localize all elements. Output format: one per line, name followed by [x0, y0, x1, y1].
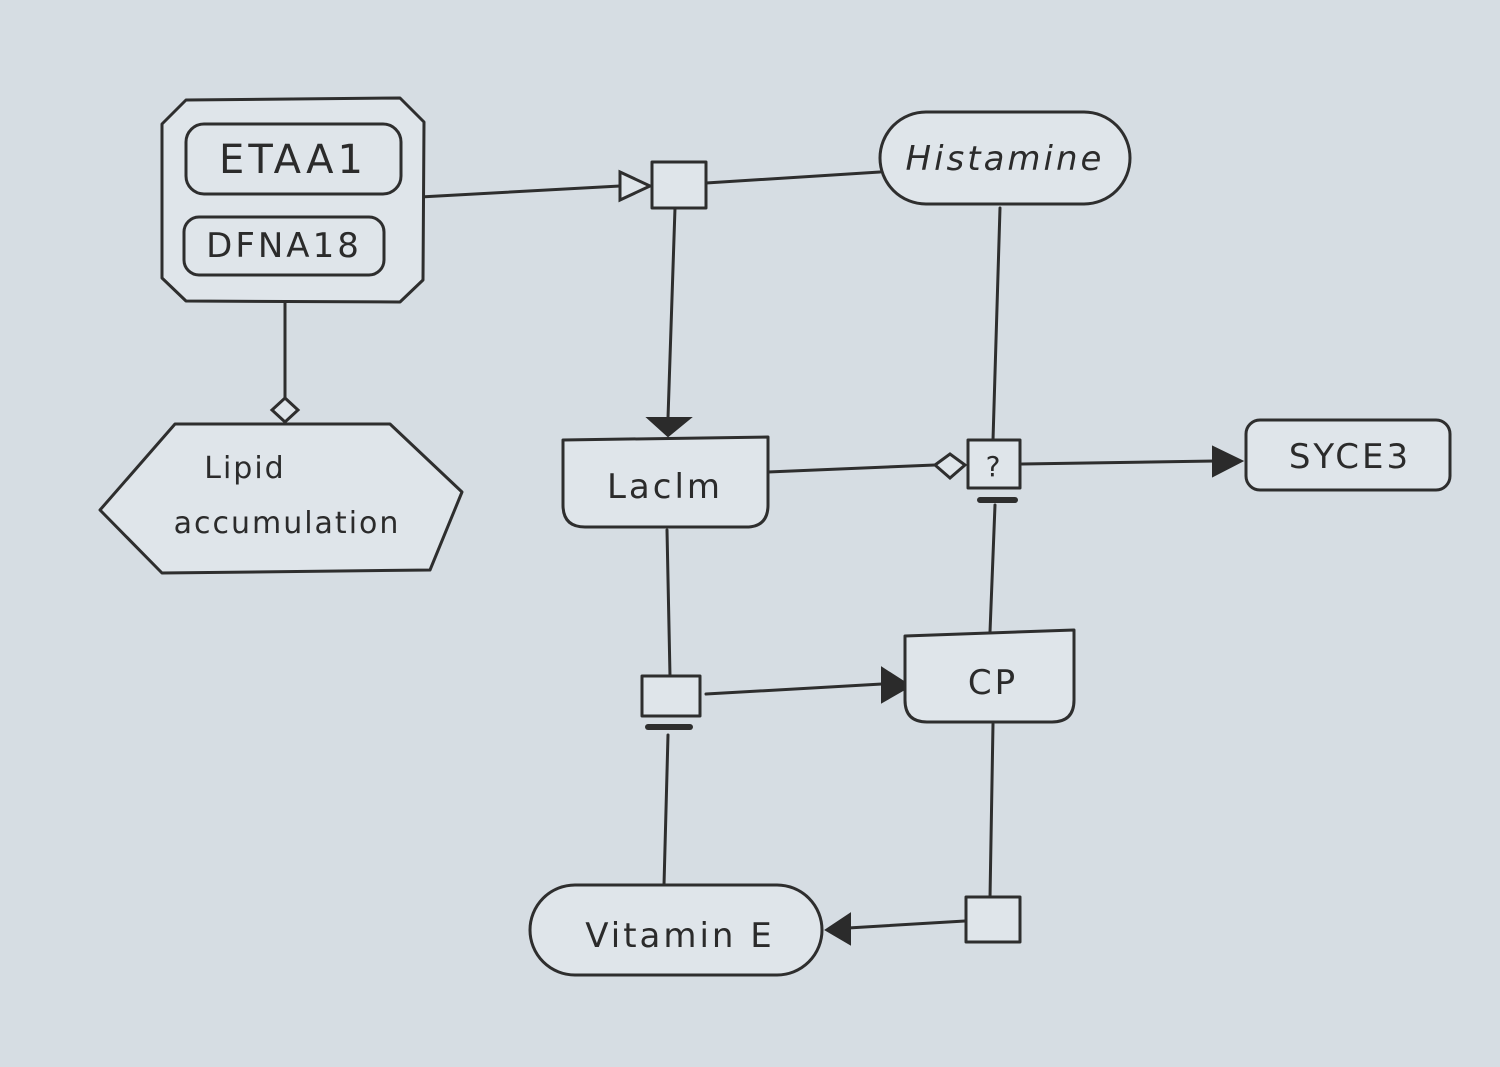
complex-node[interactable]: ETAA1 DFNA18	[160, 96, 426, 304]
complex-member-etaa1	[184, 122, 403, 196]
syce3-label: SYCE3	[1289, 437, 1411, 477]
dfna18-label: DFNA18	[206, 226, 362, 266]
edge-laclm-to-process-2	[665, 528, 672, 678]
etaa1-label: ETAA1	[219, 137, 367, 183]
uncertain-process-node[interactable]: ?	[966, 438, 1022, 490]
vitamin-e-label: Vitamin E	[585, 916, 775, 956]
complex-member-dfna18	[182, 215, 386, 277]
histamine-node[interactable]: Histamine	[878, 110, 1132, 206]
edge-process-2-to-cp	[704, 682, 884, 696]
lipid-label-line1: Lipid	[204, 451, 285, 486]
edge-uncertain-to-syce3	[1020, 459, 1217, 466]
edge-uncertain-to-cp	[988, 503, 997, 634]
production-arrowhead-3	[881, 666, 912, 704]
histamine-ellipse	[878, 110, 1132, 206]
lipid-label-line2: accumulation	[174, 506, 401, 541]
phenotype-hexagon	[98, 422, 464, 575]
vitamin-e-node[interactable]: Vitamin E	[528, 883, 824, 977]
modulation-diamond	[269, 395, 301, 425]
process-node-3[interactable]	[964, 895, 1022, 944]
edge-laclm-to-uncertain	[766, 463, 937, 474]
process-node-1[interactable]	[650, 160, 708, 210]
edge-complex-to-process-1	[418, 184, 622, 199]
vitamin-e-ellipse	[528, 883, 824, 977]
cp-shape	[903, 628, 1076, 724]
stimulation-arrowhead	[618, 169, 654, 203]
laclm-node[interactable]: Laclm	[561, 435, 770, 529]
process-node-2[interactable]	[640, 674, 702, 718]
edges	[269, 169, 1245, 946]
lipid-accumulation-node[interactable]: Lipid accumulation	[98, 422, 464, 575]
production-arrowhead	[645, 417, 693, 438]
edge-process-1-to-laclm	[666, 206, 677, 420]
production-arrowhead-4	[824, 912, 851, 946]
edge-histamine-to-process-1	[704, 170, 882, 185]
syce3-box	[1244, 418, 1452, 492]
uncertain-process-label: ?	[986, 450, 1001, 483]
edge-vitamin-e-to-process-2	[662, 733, 670, 887]
uncertain-process-box	[966, 438, 1022, 490]
edge-cp-to-process-3	[988, 722, 995, 900]
production-arrowhead-2	[1212, 445, 1245, 478]
edge-histamine-to-uncertain	[991, 206, 1002, 442]
modulation-diamond-2	[932, 452, 968, 480]
syce3-node[interactable]: SYCE3	[1244, 418, 1452, 492]
laclm-shape	[561, 435, 770, 529]
cp-node[interactable]: CP	[903, 628, 1076, 724]
cp-label: CP	[968, 663, 1018, 703]
laclm-label: Laclm	[607, 467, 723, 507]
histamine-label: Histamine	[906, 139, 1105, 179]
edge-process-3-to-vitamin-e	[846, 919, 967, 930]
